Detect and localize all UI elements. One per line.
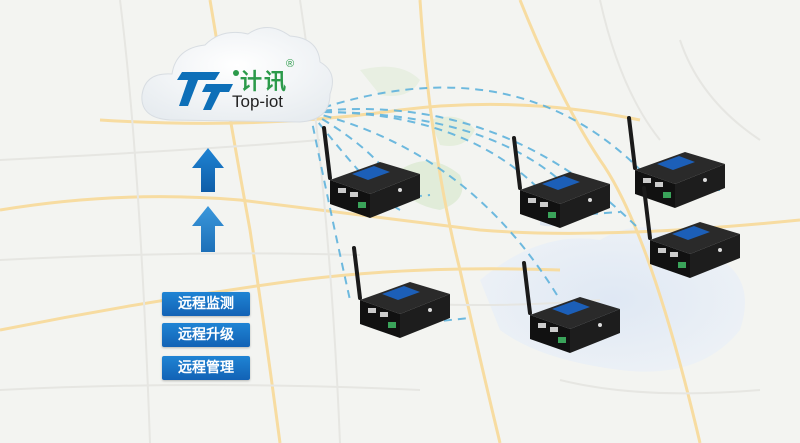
logo-mark [177,70,239,110]
remote-monitoring-label: 远程监测 [162,292,250,316]
remote-management-label: 远程管理 [162,356,250,380]
brand-name-en: Top-iot [232,92,284,111]
brand-name-cn: 计讯 [240,70,289,95]
registered-mark: ® [286,58,295,70]
remote-upgrade-label: 远程升级 [162,323,250,347]
upload-arrows [192,148,224,252]
